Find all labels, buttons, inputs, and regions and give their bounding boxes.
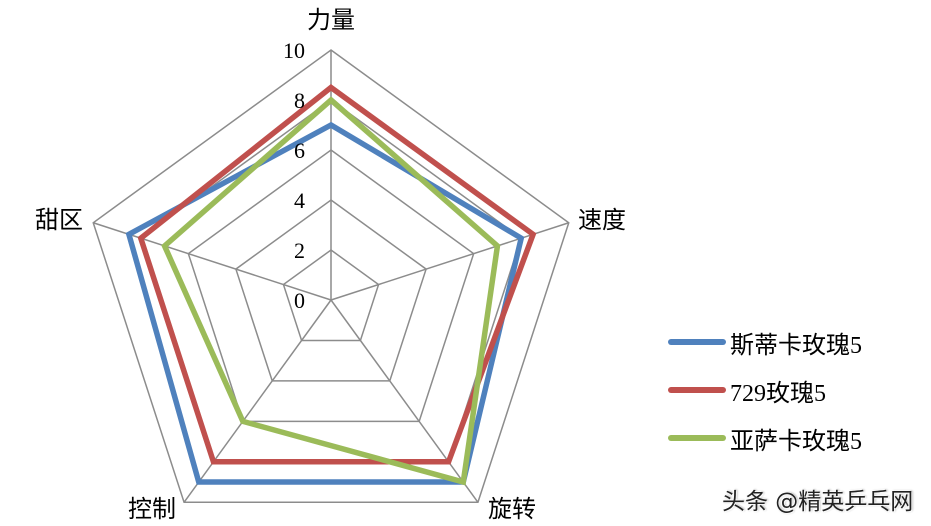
series-line-2 xyxy=(161,96,501,486)
axis-label-0: 力量 xyxy=(307,6,355,34)
watermark: 头条 @精英乒乓网 xyxy=(722,489,914,515)
axis-label-1: 速度 xyxy=(578,206,626,234)
legend-label: 亚萨卡玫瑰5 xyxy=(730,428,862,455)
legend: 斯蒂卡玫瑰5 729玫瑰5 亚萨卡玫瑰5 xyxy=(668,318,862,462)
axis-label-2: 旋转 xyxy=(488,495,536,523)
legend-item-series-2: 亚萨卡玫瑰5 xyxy=(668,414,862,462)
tick-label: 0 xyxy=(294,288,305,313)
axis-label-4: 甜区 xyxy=(35,206,83,234)
grid-spoke xyxy=(330,222,569,301)
legend-item-series-1: 729玫瑰5 xyxy=(668,366,862,414)
series-line-0 xyxy=(125,121,525,485)
axis-label-3: 控制 xyxy=(128,495,176,523)
tick-label: 10 xyxy=(283,38,305,63)
radar-grid xyxy=(92,49,570,504)
legend-swatch-series-1 xyxy=(668,387,726,393)
series-line-1 xyxy=(137,84,537,465)
grid-spoke xyxy=(93,222,332,301)
legend-swatch-series-2 xyxy=(668,435,726,441)
legend-item-series-0: 斯蒂卡玫瑰5 xyxy=(668,318,862,366)
grid-ring xyxy=(187,149,475,423)
radar-series xyxy=(125,84,537,486)
grid-spoke xyxy=(330,299,479,503)
grid-spoke xyxy=(183,299,332,503)
legend-label: 斯蒂卡玫瑰5 xyxy=(730,332,862,359)
grid-ring xyxy=(282,249,380,342)
tick-label: 6 xyxy=(294,138,305,163)
tick-label: 8 xyxy=(294,88,305,113)
legend-label: 729玫瑰5 xyxy=(730,380,826,407)
grid-ring xyxy=(92,49,570,504)
grid-ring xyxy=(235,199,427,382)
radial-tick-labels: 0 2 4 6 8 10 xyxy=(283,38,305,313)
legend-swatch-series-0 xyxy=(668,339,726,345)
tick-label: 2 xyxy=(294,238,305,263)
tick-label: 4 xyxy=(294,188,305,213)
